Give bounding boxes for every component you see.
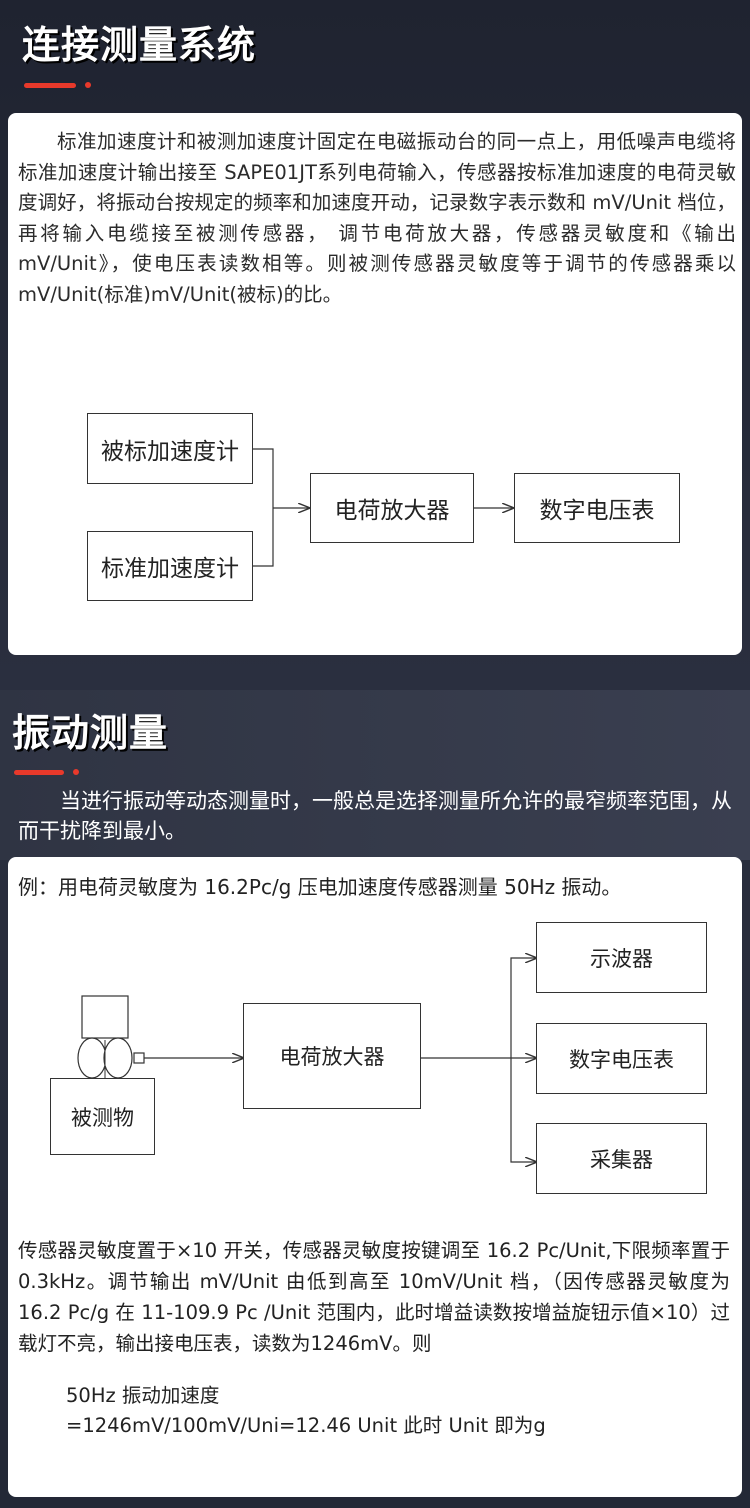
box-std-sensor: 标准加速度计 (87, 531, 253, 601)
section2-paragraph: 传感器灵敏度置于×10 开关，传感器灵敏度按键调至 16.2 Pc/Unit,下… (18, 1239, 730, 1355)
section1-connectors (253, 448, 742, 567)
box-object: 被测物 (50, 1078, 155, 1155)
result-line-2: =1246mV/100mV/Uni=12.46 Unit 此时 Unit 即为g (66, 1414, 546, 1437)
accent-dot (85, 82, 91, 88)
section1-title: 连接测量系统 (22, 23, 257, 67)
example-text: 例：用电荷灵敏度为 16.2Pc/g 压电加速度传感器测量 50Hz 振动。 (18, 875, 622, 899)
section2-intro: 当进行振动等动态测量时，一般总是选择测量所允许的最窄频率范围，从而干扰降到最小。 (18, 789, 732, 843)
box-oscilloscope: 示波器 (536, 922, 707, 993)
box-test-sensor: 被标加速度计 (87, 413, 253, 484)
box-amplifier-2: 电荷放大器 (243, 1003, 421, 1109)
accent-bar-2 (14, 770, 64, 775)
section2-band (0, 690, 750, 860)
section1-card: 标准加速度计和被测加速度计固定在电磁振动台的同一点上，用低噪声电缆将标准加速度计… (8, 113, 742, 655)
box-collector: 采集器 (536, 1123, 707, 1194)
section2-title: 振动测量 (12, 711, 169, 755)
result-line-1: 50Hz 振动加速度 (66, 1384, 220, 1407)
box-voltmeter-2: 数字电压表 (536, 1023, 707, 1094)
accent-bar (24, 83, 76, 88)
accent-dot-2 (73, 769, 79, 775)
box-amplifier: 电荷放大器 (310, 473, 474, 543)
sensor-icon (77, 995, 145, 1079)
section1-paragraph: 标准加速度计和被测加速度计固定在电磁振动台的同一点上，用低噪声电缆将标准加速度计… (18, 130, 736, 306)
box-voltmeter: 数字电压表 (514, 473, 680, 543)
